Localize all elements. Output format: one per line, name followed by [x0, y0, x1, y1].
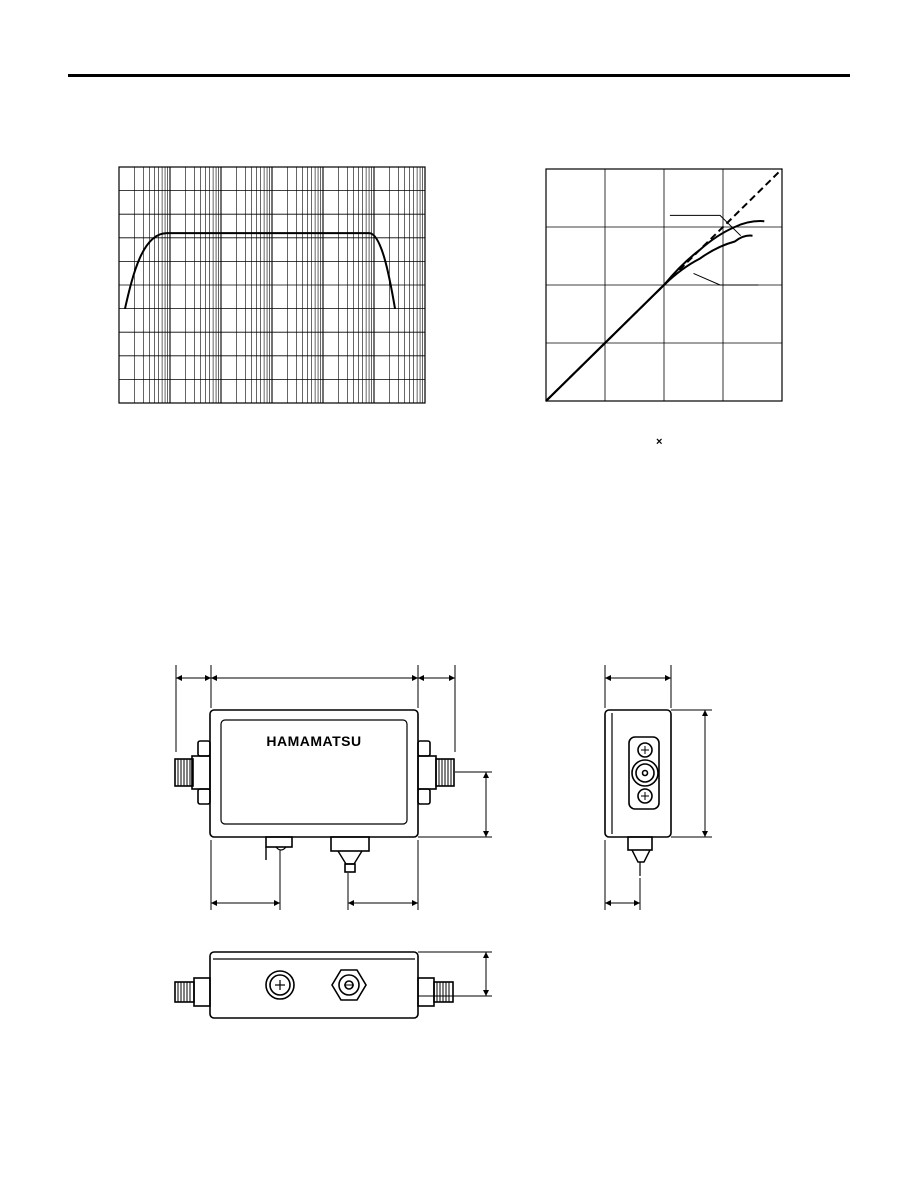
- annotation-leader-upper: [669, 214, 742, 237]
- top-view: [174, 951, 492, 1019]
- series-line-2: [545, 234, 753, 402]
- side-view: [604, 665, 712, 910]
- times-symbol: ×: [656, 436, 663, 448]
- annotation-leader-lower: [693, 272, 759, 286]
- front-view: [174, 665, 492, 910]
- header-rule: [68, 74, 850, 77]
- frequency-response-chart: [118, 166, 426, 404]
- hamamatsu-logo: HAMAMATSU: [266, 733, 362, 749]
- response-curve: [124, 232, 396, 309]
- linearity-chart: [545, 168, 783, 402]
